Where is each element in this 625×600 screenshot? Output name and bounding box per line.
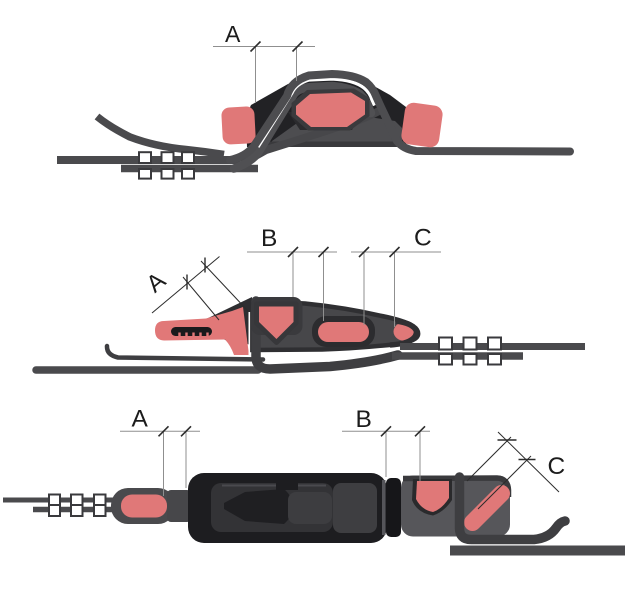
svg-text:C: C xyxy=(548,453,566,480)
svg-text:B: B xyxy=(356,406,372,433)
svg-text:B: B xyxy=(261,225,277,252)
svg-text:A: A xyxy=(132,406,149,433)
svg-text:C: C xyxy=(414,224,432,251)
svg-text:A: A xyxy=(225,21,241,47)
